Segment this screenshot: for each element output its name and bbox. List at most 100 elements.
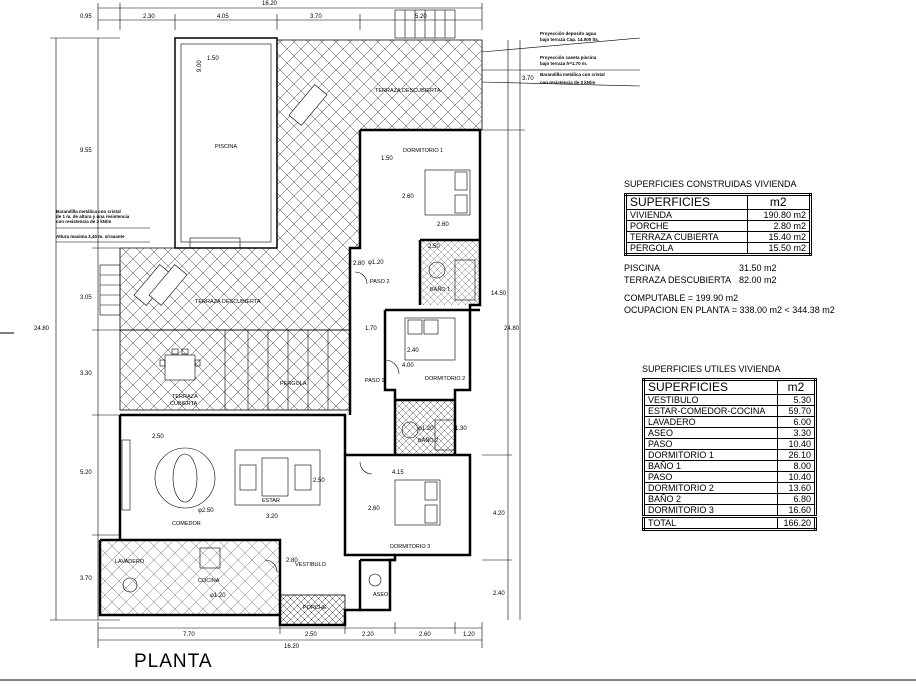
svg-text:14.50: 14.50 <box>491 291 507 297</box>
svg-text:5.20: 5.20 <box>80 470 92 476</box>
svg-text:2.40: 2.40 <box>493 591 505 597</box>
svg-text:2.50: 2.50 <box>152 434 164 440</box>
svg-text:3.70: 3.70 <box>80 576 92 582</box>
svg-text:3.70: 3.70 <box>310 14 322 20</box>
svg-text:1.50: 1.50 <box>207 56 219 62</box>
svg-text:2.50: 2.50 <box>428 244 440 250</box>
inner-dimensions: 2.60 2.60 2.80 2.50 3.20 2.50 1.50 2.80 … <box>152 156 467 599</box>
svg-text:PASO 1: PASO 1 <box>365 378 384 384</box>
svg-text:PERGOLA: PERGOLA <box>280 381 307 387</box>
svg-text:φ1.20: φ1.20 <box>210 593 226 599</box>
sun-lounger <box>133 84 328 306</box>
svg-text:4.15: 4.15 <box>392 470 404 476</box>
svg-text:PASO 2: PASO 2 <box>370 279 389 285</box>
svg-text:3.20: 3.20 <box>266 514 278 520</box>
svg-text:2.60: 2.60 <box>419 632 431 638</box>
svg-text:BAÑO 2: BAÑO 2 <box>418 437 438 444</box>
svg-text:φ1.20: φ1.20 <box>368 260 384 266</box>
svg-text:Proyección deposito agua: Proyección deposito agua <box>540 31 597 36</box>
svg-text:CUBIERTA: CUBIERTA <box>170 401 198 407</box>
svg-text:1.50: 1.50 <box>381 156 393 162</box>
svg-text:2.80: 2.80 <box>353 261 365 267</box>
svg-text:ESTAR: ESTAR <box>262 498 280 504</box>
svg-text:COCINA: COCINA <box>198 578 220 584</box>
stairs <box>99 9 456 316</box>
svg-text:Proyección caseta piscina: Proyección caseta piscina <box>540 55 597 60</box>
left-dimensions: 9.55 3.05 3.30 5.20 3.70 24.80 <box>34 37 120 621</box>
superficies-construidas-panel: SUPERFICIES CONSTRUIDAS VIVIENDA SUPERFI… <box>624 179 835 316</box>
svg-text:2.60: 2.60 <box>437 222 449 228</box>
svg-text:DORMITORIO 1: DORMITORIO 1 <box>403 148 443 154</box>
doors <box>264 271 400 573</box>
svg-text:2.60: 2.60 <box>402 194 414 200</box>
svg-text:3.30: 3.30 <box>80 371 92 377</box>
svg-text:φ1.20: φ1.20 <box>418 426 434 432</box>
svg-text:2.40: 2.40 <box>407 348 419 354</box>
svg-text:de 1 m. de altura y una resist: de 1 m. de altura y una resistencia <box>56 214 130 219</box>
bottom-dimensions: 7.70 2.50 2.20 2.60 1.20 16.20 <box>97 622 483 650</box>
svg-text:TERRAZA DESCUBIERTA: TERRAZA DESCUBIERTA <box>375 88 441 94</box>
svg-text:PISCINA: PISCINA <box>215 144 237 150</box>
furniture <box>121 169 476 593</box>
svg-text:5.20: 5.20 <box>415 14 427 20</box>
svg-text:16.20: 16.20 <box>262 1 278 7</box>
right-dimensions: 3.70 14.50 24.80 4.20 2.40 <box>482 40 534 620</box>
svg-text:1.20: 1.20 <box>463 632 475 638</box>
svg-text:2.50: 2.50 <box>313 478 325 484</box>
svg-text:7.70: 7.70 <box>183 632 195 638</box>
svg-text:Barandilla metálica con crista: Barandilla metálica con cristal <box>56 209 121 214</box>
svg-text:3.05: 3.05 <box>80 295 92 301</box>
svg-text:TERRAZA DESCUBIERTA: TERRAZA DESCUBIERTA <box>195 299 261 305</box>
svg-text:Altura maxima 2,40 m. s/rasant: Altura maxima 2,40 m. s/rasante <box>56 234 125 239</box>
computable: COMPUTABLE = 199.90 m2 <box>624 293 739 303</box>
svg-text:1.30: 1.30 <box>455 426 467 432</box>
svg-text:COMEDOR: COMEDOR <box>172 521 201 527</box>
svg-text:VESTIBULO: VESTIBULO <box>295 562 327 568</box>
ocupacion: OCUPACION EN PLANTA = 338.00 m2 < 344.38… <box>624 305 835 315</box>
svg-text:con resistencia de 3 kN/m: con resistencia de 3 kN/m <box>56 219 111 224</box>
plan-title: PLANTA <box>134 651 213 672</box>
svg-text:PORCHE: PORCHE <box>303 605 327 611</box>
svg-text:2.80: 2.80 <box>286 558 298 564</box>
svg-text:2.60: 2.60 <box>368 506 380 512</box>
svg-text:BAÑO 1: BAÑO 1 <box>430 286 450 293</box>
svg-text:1.70: 1.70 <box>365 326 377 332</box>
svg-text:TERRAZA: TERRAZA <box>172 394 198 400</box>
svg-text:4.20: 4.20 <box>493 511 505 517</box>
construidas-title: SUPERFICIES CONSTRUIDAS VIVIENDA <box>624 179 797 189</box>
svg-text:Barandilla metálica con crista: Barandilla metálica con cristal <box>540 72 605 77</box>
terraza-descubierta-area <box>119 39 483 411</box>
svg-text:LAVADERO: LAVADERO <box>115 559 145 565</box>
svg-text:DORMITORIO 2: DORMITORIO 2 <box>425 376 465 382</box>
svg-text:9.00: 9.00 <box>197 60 203 72</box>
svg-text:φ2.50: φ2.50 <box>198 508 214 514</box>
svg-text:0.95: 0.95 <box>80 14 92 20</box>
svg-text:bajo terraza Cap. 14.000 lts.: bajo terraza Cap. 14.000 lts. <box>540 37 599 42</box>
annotations: Proyección deposito agua bajo terraza Ca… <box>56 31 641 243</box>
svg-text:bajo terraza h=1.70 m.: bajo terraza h=1.70 m. <box>540 61 587 66</box>
pool <box>174 37 278 249</box>
top-dimensions: 16.20 0.95 2.30 4.05 3.70 5.20 <box>80 1 483 30</box>
svg-text:24.80: 24.80 <box>504 326 520 332</box>
svg-text:DORMITORIO 3: DORMITORIO 3 <box>390 544 430 550</box>
svg-text:ASEO: ASEO <box>373 592 389 598</box>
